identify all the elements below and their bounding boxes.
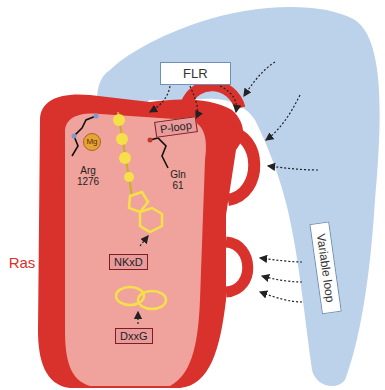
motif-box: P-loop [154,116,198,138]
loop-box: Variable loop [309,221,341,314]
variable-region-loop [226,242,248,292]
residue-label: Arg 1276 [71,165,105,187]
node-text: FLR [183,66,208,81]
atom [72,134,77,139]
ras-protein [38,94,243,388]
switch-loop [228,132,254,200]
phosphate [113,114,125,126]
node-text: P-loop [159,119,192,135]
gln-side-chain [150,138,168,168]
protein-name: Ras [2,254,42,271]
node-text: NKxD [114,256,143,268]
ion-circle: Mg [83,133,101,151]
domain-box: FLR [160,62,231,85]
contact-arrows [150,62,318,302]
switch-loop [186,86,240,108]
motif-box: DxxG [115,328,153,344]
ribose [124,172,134,182]
phosphate [119,152,131,164]
phosphate [116,133,128,145]
node-text: Mg [84,134,100,150]
ras-pocket [65,114,206,386]
protein-name: Ras [2,254,42,271]
atom [94,114,99,119]
residue-label: Gln 61 [166,169,190,191]
motif-box: NKxD [109,254,148,270]
contact-arrow [140,236,148,246]
loop-ring [138,291,166,309]
node-text: Variable loop [314,233,337,303]
guanine-ring [140,208,162,232]
node-text: DxxG [120,330,148,342]
contact-arrow [137,312,138,324]
residue-label: Arg 1276 [71,165,105,187]
atom [148,138,153,143]
residue-label: Gln 61 [166,169,190,191]
